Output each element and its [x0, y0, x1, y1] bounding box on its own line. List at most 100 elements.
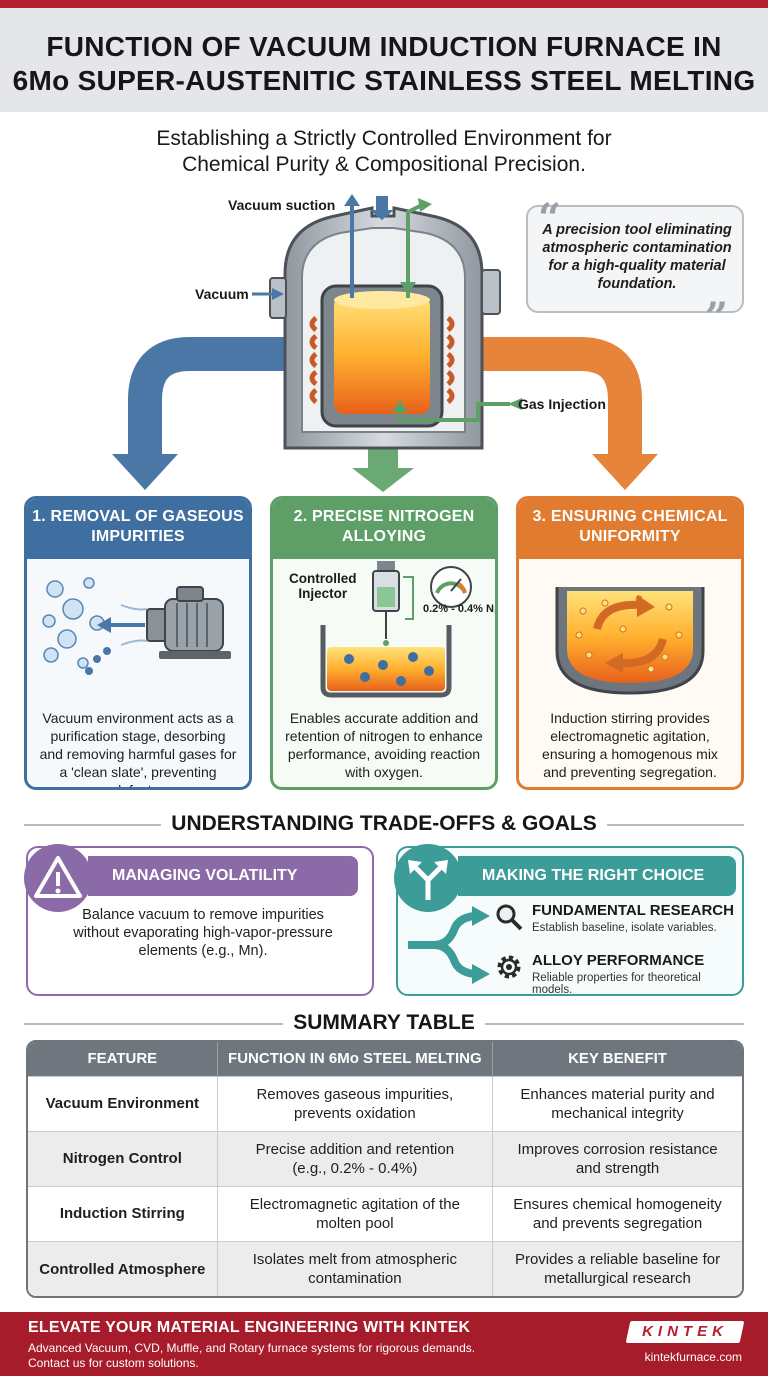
card-title: 1. REMOVAL OF GASEOUS IMPURITIES [27, 499, 249, 559]
footer-url-link[interactable]: kintekfurnace.com [644, 1350, 742, 1364]
choice-title: MAKING THE RIGHT CHOICE [458, 856, 736, 896]
injector-label-line1: Controlled [289, 571, 357, 586]
page-header: FUNCTION OF VACUUM INDUCTION FURNACE IN … [0, 8, 768, 112]
card-nitrogen-alloying: 2. PRECISE NITROGEN ALLOYING Controlled … [270, 496, 498, 790]
row-feature: Induction Stirring [28, 1185, 218, 1242]
vacuum-out-arrowhead [344, 194, 360, 206]
summary-heading: SUMMARY TABLE [24, 1011, 744, 1035]
quote-text: A precision tool eliminating atmospheric… [542, 222, 732, 292]
row-feature: Vacuum Environment [28, 1075, 218, 1132]
page-title-line1: FUNCTION OF VACUUM INDUCTION FURNACE IN [46, 31, 722, 62]
tradeoffs-heading-text: UNDERSTANDING TRADE-OFFS & GOALS [161, 812, 607, 835]
blue-flow-arrow [128, 337, 290, 456]
row-feature: Nitrogen Control [28, 1130, 218, 1187]
row-feature: Controlled Atmosphere [28, 1241, 218, 1296]
induction-coils [309, 316, 455, 404]
option-performance-sub: Reliable properties for theoretical mode… [532, 972, 701, 996]
gas-injection-pipe [398, 402, 510, 422]
orange-flow-arrowhead [592, 454, 658, 490]
footer-title: ELEVATE YOUR MATERIAL ENGINEERING WITH K… [28, 1319, 471, 1336]
card-title-line1: 2. PRECISE NITROGEN [293, 508, 475, 525]
managing-volatility-box: MANAGING VOLATILITY Balance vacuum to re… [24, 844, 374, 996]
col-header-benefit: KEY BENEFIT [492, 1042, 742, 1076]
green-flow-arrow [368, 448, 398, 470]
table-row: Nitrogen Control Precise addition and re… [28, 1130, 742, 1187]
branch-arrows-icon [408, 906, 490, 984]
footer-banner: ELEVATE YOUR MATERIAL ENGINEERING WITH K… [0, 1312, 768, 1376]
vacuum-down-arrow [370, 196, 394, 220]
option-research-title: FUNDAMENTAL RESEARCH [532, 902, 734, 919]
footer-subtitle: Advanced Vacuum, CVD, Muffle, and Rotary… [28, 1341, 548, 1371]
col-header-feature: FEATURE [28, 1042, 218, 1076]
card-chemical-uniformity: 3. ENSURING CHEMICAL UNIFORMITY Inductio… [516, 496, 744, 790]
table-row: Controlled Atmosphere Isolates melt from… [28, 1241, 742, 1296]
row-function: Precise addition and retention(e.g., 0.2… [217, 1130, 494, 1187]
magnifier-icon [496, 904, 523, 931]
injector-label-line2: Injector [298, 586, 348, 601]
label-vacuum: Vacuum [195, 286, 249, 302]
summary-heading-text: SUMMARY TABLE [283, 1011, 485, 1034]
tradeoffs-heading: UNDERSTANDING TRADE-OFFS & GOALS [24, 812, 744, 836]
option-research-sub: Establish baseline, isolate variables. [532, 922, 717, 934]
card-title-line2: ALLOYING [341, 528, 427, 545]
green-flow-arrowhead [352, 468, 414, 492]
warning-icon [24, 844, 92, 912]
card-title-line2: UNIFORMITY [579, 528, 681, 545]
close-quote-mark: ” [704, 294, 728, 341]
blue-flow-arrowhead [112, 454, 178, 490]
kintek-logo[interactable]: KINTEK [625, 1321, 745, 1343]
page-title-line2: 6Mo SUPER-AUSTENITIC STAINLESS STEEL MEL… [12, 65, 756, 96]
gas-down-arrowhead [400, 282, 416, 294]
card-title-line1: 3. ENSURING CHEMICAL [532, 508, 728, 525]
molten-metal [334, 296, 430, 414]
page-subtitle: Establishing a Strictly Controlled Envir… [0, 126, 768, 178]
side-flange-left [269, 277, 287, 319]
table-header-row: FEATURE FUNCTION IN 6Mo STEEL MELTING KE… [28, 1042, 742, 1076]
card-body: Induction stirring provides electromagne… [542, 710, 718, 780]
card-title: 3. ENSURING CHEMICAL UNIFORMITY [519, 499, 741, 559]
vacuum-pump-icon [42, 577, 231, 675]
side-flange-right [481, 269, 501, 315]
injector-label: Controlled Injector [289, 571, 357, 601]
open-quote-mark: “ [538, 195, 562, 242]
gear-icon [497, 955, 521, 979]
card-title-line1: 1. REMOVAL OF GASEOUS [32, 508, 244, 525]
subtitle-line2: Chemical Purity & Compositional Precisio… [182, 153, 586, 176]
right-choice-box: MAKING THE RIGHT CHOICE FUNDAMENTAL RESE… [394, 844, 744, 996]
card-title-line2: IMPURITIES [91, 528, 185, 545]
col-header-function: FUNCTION IN 6Mo STEEL MELTING [217, 1042, 494, 1076]
row-function: Removes gaseous impurities,prevents oxid… [217, 1075, 494, 1132]
card-title: 2. PRECISE NITROGEN ALLOYING [273, 499, 495, 559]
option-performance-title: ALLOY PERFORMANCE [532, 952, 705, 969]
volatility-body: Balance vacuum to remove impurities with… [73, 907, 333, 959]
melt-surface [334, 291, 430, 309]
orange-flow-arrow [480, 337, 642, 456]
footer-sub-line2: Contact us for custom solutions. [28, 1356, 199, 1370]
logo-text: KINTEK [642, 1323, 728, 1340]
table-row: Vacuum Environment Removes gaseous impur… [28, 1075, 742, 1132]
gas-pipe-top [406, 204, 421, 298]
top-accent-bar [0, 0, 768, 8]
card-body: Enables accurate addition and retention … [285, 710, 483, 780]
fork-arrows-icon [394, 844, 462, 912]
gauge-label: 0.2% - 0.4% N₂ [423, 603, 498, 615]
label-gas-injection: Gas Injection [518, 396, 606, 412]
subtitle-line1: Establishing a Strictly Controlled Envir… [156, 127, 612, 150]
label-vacuum-suction: Vacuum suction [228, 197, 336, 213]
stirring-crucible-icon [555, 587, 705, 695]
nitrogen-injector-icon [320, 561, 472, 698]
volatility-title: MANAGING VOLATILITY [88, 856, 358, 896]
card-gaseous-impurities: 1. REMOVAL OF GASEOUS IMPURITIES Vacuum … [24, 496, 252, 790]
footer-sub-line1: Advanced Vacuum, CVD, Muffle, and Rotary… [28, 1341, 476, 1355]
quote-box: “ A precision tool eliminating atmospher… [526, 195, 744, 341]
card-body: Vacuum environment acts as a purificatio… [39, 710, 237, 790]
gas-out-arrowhead [418, 198, 432, 212]
summary-table: FEATURE FUNCTION IN 6Mo STEEL MELTING KE… [26, 1040, 744, 1298]
furnace-diagram [112, 194, 658, 492]
